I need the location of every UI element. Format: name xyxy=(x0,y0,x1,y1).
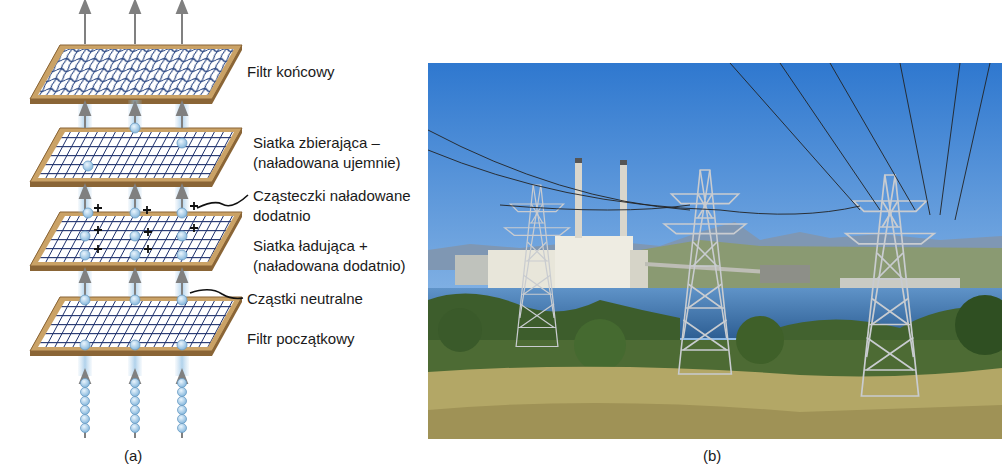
panel-label-box: (a) xyxy=(124,446,164,466)
part-label-box: Cząsteczki naładowane dodatnio xyxy=(253,186,418,226)
part-label-box: Filtr końcowy xyxy=(247,62,417,82)
leader-lines xyxy=(190,195,248,299)
part-label-box: Filtr początkowy xyxy=(247,329,422,349)
part-label: Siatka ładująca + (naładowana dodatnio) xyxy=(253,236,425,276)
panel-label: (a) xyxy=(124,446,164,466)
power-plant-photo xyxy=(428,63,1002,439)
particles xyxy=(80,123,187,433)
part-label-box: Siatka zbierająca – (naładowana ujemnie) xyxy=(253,133,423,173)
part-label-box: Cząstki neutralne xyxy=(247,289,422,309)
part-label: Cząsteczki naładowane dodatnio xyxy=(253,186,418,226)
filter-plates xyxy=(30,45,242,356)
charge-signs xyxy=(94,202,198,253)
particle-streams xyxy=(78,100,189,376)
part-label: Siatka zbierająca – (naładowana ujemnie) xyxy=(253,133,423,173)
panel-label: (b) xyxy=(703,446,743,466)
part-label: Cząstki neutralne xyxy=(247,289,422,309)
part-label: Filtr początkowy xyxy=(247,329,422,349)
part-label: Filtr końcowy xyxy=(247,62,417,82)
part-label-box: Siatka ładująca + (naładowana dodatnio) xyxy=(253,236,425,276)
panel-label-box: (b) xyxy=(703,446,743,466)
airflow-arrows xyxy=(85,6,182,438)
